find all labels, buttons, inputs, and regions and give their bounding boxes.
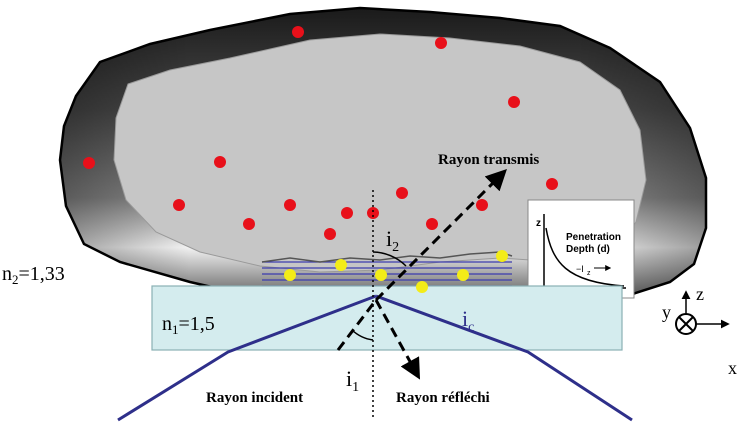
light-rays <box>117 294 633 422</box>
red-dot <box>546 178 558 190</box>
angle-arc-i1 <box>351 329 374 341</box>
red-dot <box>396 187 408 199</box>
incident-ray-path <box>117 294 377 422</box>
red-dot <box>83 157 95 169</box>
red-dot <box>214 156 226 168</box>
axis-z-label: z <box>696 284 704 304</box>
label-n2: n2=1,33 <box>2 263 65 287</box>
red-dot <box>324 228 336 240</box>
penetration-depth-inset: z Penetration Depth (d) −I z <box>527 199 635 299</box>
yellow-dot <box>375 269 387 281</box>
yellow-dot <box>416 281 428 293</box>
label-rayon-reflechi: Rayon réfléchi <box>396 390 490 406</box>
yellow-dot <box>335 259 347 271</box>
coordinate-axes: z y x <box>662 284 737 378</box>
red-dot <box>508 96 520 108</box>
red-dot <box>476 199 488 211</box>
yellow-dot <box>284 269 296 281</box>
red-dot <box>243 218 255 230</box>
red-dot <box>367 207 379 219</box>
angle-arc-i2 <box>372 251 407 267</box>
red-dot <box>284 199 296 211</box>
label-rayon-incident: Rayon incident <box>206 390 303 406</box>
yellow-dot <box>457 269 469 281</box>
incident-ray-dashed <box>336 299 378 351</box>
label-n1: n1=1,5 <box>162 313 215 337</box>
axis-y-label: y <box>662 302 671 322</box>
label-rayon-transmis: Rayon transmis <box>438 152 539 168</box>
yellow-fluorophores <box>284 250 508 293</box>
red-fluorophores <box>83 26 558 240</box>
inset-depth-label: Depth (d) <box>566 244 610 255</box>
red-dot <box>426 218 438 230</box>
red-dot <box>292 26 304 38</box>
reflected-ray-path <box>375 294 633 422</box>
label-i1: i1 <box>346 366 359 395</box>
inset-iz-label: −I <box>576 264 584 274</box>
inset-iz-sub: z <box>587 270 591 277</box>
transmitted-ray <box>374 169 507 302</box>
label-ic: ic <box>462 306 474 335</box>
label-i2: i2 <box>386 226 399 255</box>
red-dot <box>173 199 185 211</box>
reflected-ray-dashed <box>374 299 421 380</box>
red-dot <box>435 37 447 49</box>
yellow-dot <box>496 250 508 262</box>
dashed-rays <box>336 169 507 380</box>
red-dot <box>341 207 353 219</box>
inset-penetration-label: Penetration <box>566 232 621 243</box>
inset-z-label: z <box>536 218 541 229</box>
axis-x-label: x <box>728 358 737 378</box>
